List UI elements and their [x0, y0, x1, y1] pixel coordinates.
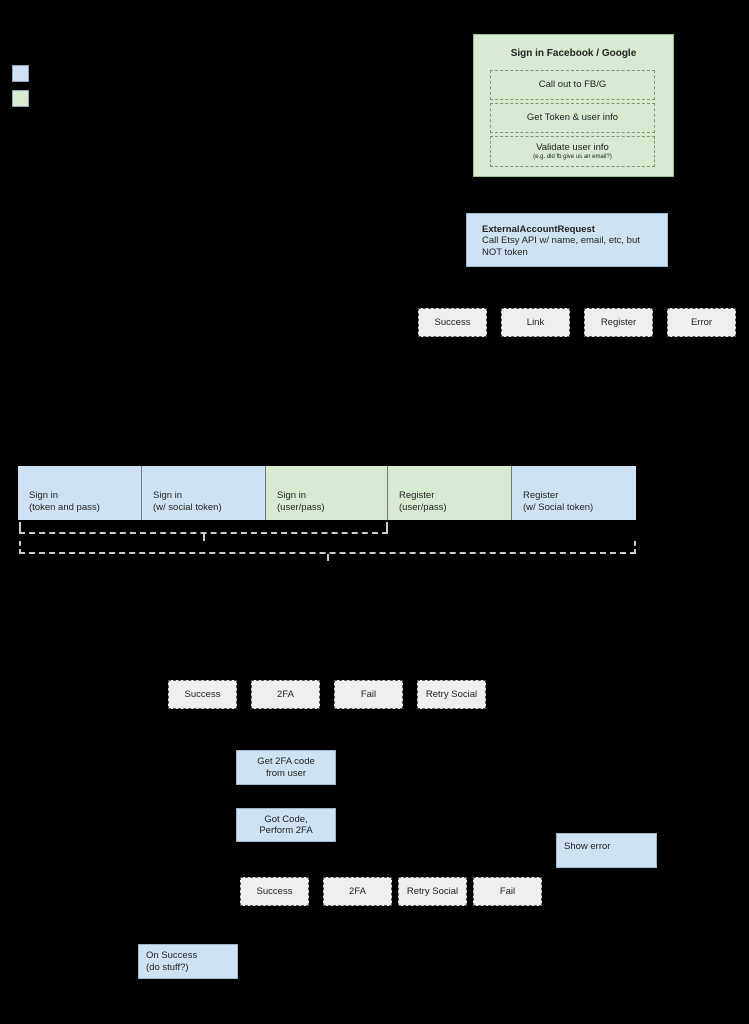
bracket-all-options: [19, 541, 636, 554]
option-register-social-token-line2: (w/ Social token): [523, 501, 594, 513]
step-get-token: Get Token & user info: [490, 103, 655, 133]
external-request-title: ExternalAccountRequest: [482, 224, 595, 235]
request-outcome-link: Link: [501, 308, 570, 337]
request-outcome-success: Success: [418, 308, 487, 337]
signin-outcome-fail: Fail: [334, 680, 403, 709]
social-signin-title: Sign in Facebook / Google: [510, 48, 637, 59]
twofa-outcome-retry-social: Retry Social: [398, 877, 467, 906]
external-request-line1: Call Etsy API w/ name, email, etc, but: [482, 235, 640, 247]
request-outcome-register: Register: [584, 308, 653, 337]
external-request-line2: NOT token: [482, 246, 528, 258]
twofa-outcome-success: Success: [240, 877, 309, 906]
legend-swatch-blue: [12, 65, 29, 82]
option-signin-social-token-line1: Sign in: [153, 490, 183, 501]
on-success-line1: On Success: [146, 950, 198, 962]
option-signin-token-pass-line2: (token and pass): [29, 501, 100, 513]
perform-2fa-line1: Got Code,: [264, 813, 308, 825]
signin-outcome-retry-social: Retry Social: [417, 680, 486, 709]
signin-outcome-2fa: 2FA: [251, 680, 320, 709]
step-call-out: Call out to FB/G: [490, 70, 655, 100]
option-signin-social-token: Sign in (w/ social token): [142, 466, 266, 520]
show-error-box: Show error: [556, 833, 657, 868]
get-2fa-code-line2: from user: [265, 767, 307, 779]
get-2fa-code-box: Get 2FA code from user: [236, 750, 336, 785]
option-signin-token-pass: Sign in (token and pass): [18, 466, 142, 520]
option-signin-user-pass-line2: (user/pass): [277, 501, 325, 513]
perform-2fa-line2: Perform 2FA: [259, 825, 313, 836]
social-signin-box: Sign in Facebook / Google Call out to FB…: [473, 34, 674, 177]
step-validate-label: Validate user info: [536, 142, 609, 154]
option-register-social-token-line1: Register: [523, 490, 559, 501]
external-account-request-box: ExternalAccountRequest Call Etsy API w/ …: [466, 213, 668, 267]
option-signin-social-token-line2: (w/ social token): [153, 501, 222, 513]
option-signin-user-pass-line1: Sign in: [277, 490, 307, 501]
step-call-out-label: Call out to FB/G: [538, 79, 607, 91]
bracket-all-options-tick: [327, 554, 329, 561]
request-outcome-error: Error: [667, 308, 736, 337]
legend-swatch-green: [12, 90, 29, 107]
twofa-outcome-fail: Fail: [473, 877, 542, 906]
option-register-user-pass-line1: Register: [399, 490, 435, 501]
signin-outcome-success: Success: [168, 680, 237, 709]
step-validate-note: (e.g. did fb give us an email?): [533, 153, 612, 160]
on-success-line2: (do stuff?): [146, 961, 189, 973]
perform-2fa-box: Got Code, Perform 2FA: [236, 808, 336, 842]
option-signin-token-pass-line1: Sign in: [29, 490, 59, 501]
get-2fa-code-line1: Get 2FA code: [257, 756, 315, 768]
on-success-box: On Success (do stuff?): [138, 944, 238, 979]
signin-options-row: Sign in (token and pass) Sign in (w/ soc…: [18, 466, 636, 520]
bracket-signin-group: [19, 522, 388, 534]
option-register-social-token: Register (w/ Social token): [512, 466, 636, 520]
bracket-signin-group-tick: [203, 534, 205, 541]
show-error-label: Show error: [564, 841, 611, 852]
step-get-token-label: Get Token & user info: [526, 112, 619, 124]
step-validate: Validate user info (e.g. did fb give us …: [490, 136, 655, 167]
option-register-user-pass: Register (user/pass): [388, 466, 512, 520]
option-register-user-pass-line2: (user/pass): [399, 501, 447, 513]
option-signin-user-pass: Sign in (user/pass): [266, 466, 388, 520]
twofa-outcome-2fa: 2FA: [323, 877, 392, 906]
